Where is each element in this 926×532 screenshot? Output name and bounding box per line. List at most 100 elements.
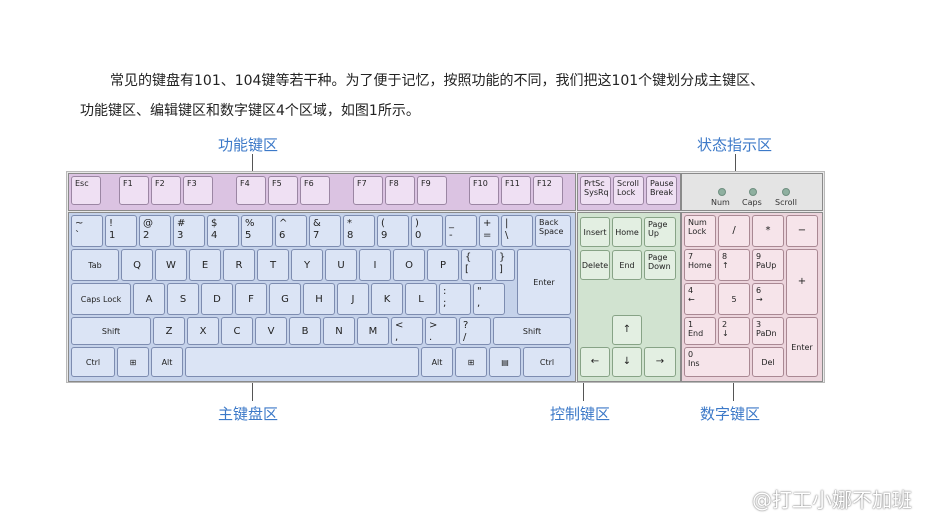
key-quote: ", bbox=[473, 283, 505, 315]
key-f10: F10 bbox=[469, 176, 499, 205]
arrow-right-icon: → bbox=[644, 347, 676, 377]
key-equals: += bbox=[479, 215, 499, 247]
key-semicolon: :; bbox=[439, 283, 471, 315]
key-f: F bbox=[235, 283, 267, 315]
key-k: K bbox=[371, 283, 403, 315]
caps-indicator-label: Caps bbox=[742, 198, 762, 207]
key-p: P bbox=[427, 249, 459, 281]
caps-lock-led bbox=[749, 188, 757, 196]
key-right-ctrl: Ctrl bbox=[523, 347, 571, 377]
scroll-indicator-label: Scroll bbox=[775, 198, 797, 207]
key-d: D bbox=[201, 283, 233, 315]
key-m: M bbox=[357, 317, 389, 345]
key-1: !1 bbox=[105, 215, 137, 247]
key-v: V bbox=[255, 317, 287, 345]
key-t: T bbox=[257, 249, 289, 281]
key-a: A bbox=[133, 283, 165, 315]
key-f4: F4 bbox=[236, 176, 266, 205]
leader-numeric-zone bbox=[733, 381, 734, 401]
arrow-up-icon: ↑ bbox=[612, 315, 642, 345]
key-backslash: |\ bbox=[501, 215, 533, 247]
windows-key-right-icon: ⊞ bbox=[455, 347, 487, 377]
key-num-6: 6→ bbox=[752, 283, 784, 315]
key-4: $4 bbox=[207, 215, 239, 247]
key-caps-lock: Caps Lock bbox=[71, 283, 131, 315]
key-f3: F3 bbox=[183, 176, 213, 205]
key-8: *8 bbox=[343, 215, 375, 247]
leader-control-zone bbox=[583, 381, 584, 401]
key-n: N bbox=[323, 317, 355, 345]
key-slash: ?/ bbox=[459, 317, 491, 345]
key-insert: Insert bbox=[580, 217, 610, 247]
label-numeric-zone: 数字键区 bbox=[700, 405, 761, 423]
key-y: Y bbox=[291, 249, 323, 281]
num-indicator-label: Num bbox=[711, 198, 730, 207]
arrow-down-icon: ↓ bbox=[612, 347, 642, 377]
key-home: Home bbox=[612, 217, 642, 247]
key-2: @2 bbox=[139, 215, 171, 247]
label-function-zone: 功能键区 bbox=[218, 136, 279, 154]
label-main-zone: 主键盘区 bbox=[218, 405, 279, 423]
key-num-enter: Enter bbox=[786, 317, 818, 377]
key-5: %5 bbox=[241, 215, 273, 247]
intro-line-1: 常见的键盘有101、104键等若干种。为了便于记忆，按照功能的不同，我们把这10… bbox=[110, 73, 765, 89]
key-0: )0 bbox=[411, 215, 443, 247]
key-o: O bbox=[393, 249, 425, 281]
key-f8: F8 bbox=[385, 176, 415, 205]
key-num-5: 5 bbox=[718, 283, 750, 315]
key-num-divide: / bbox=[718, 215, 750, 247]
key-left-shift: Shift bbox=[71, 317, 151, 345]
intro-line-2: 功能键区、编辑键区和数字键区4个区域，如图1所示。 bbox=[80, 103, 420, 119]
key-tab: Tab bbox=[71, 249, 119, 281]
key-enter: Enter bbox=[517, 249, 571, 315]
key-period: >. bbox=[425, 317, 457, 345]
num-lock-led bbox=[718, 188, 726, 196]
key-f12: F12 bbox=[533, 176, 563, 205]
key-3: #3 bbox=[173, 215, 205, 247]
key-e: E bbox=[189, 249, 221, 281]
windows-key-left-icon: ⊞ bbox=[117, 347, 149, 377]
key-l: L bbox=[405, 283, 437, 315]
key-h: H bbox=[303, 283, 335, 315]
key-num-4: 4← bbox=[684, 283, 716, 315]
key-right-shift: Shift bbox=[493, 317, 571, 345]
label-control-zone: 控制键区 bbox=[550, 405, 611, 423]
key-backtick: ~` bbox=[71, 215, 103, 247]
key-6: ^6 bbox=[275, 215, 307, 247]
key-i: I bbox=[359, 249, 391, 281]
key-num-plus: + bbox=[786, 249, 818, 315]
key-f5: F5 bbox=[268, 176, 298, 205]
key-7: &7 bbox=[309, 215, 341, 247]
key-r: R bbox=[223, 249, 255, 281]
intro-paragraph: 常见的键盘有101、104键等若干种。为了便于记忆，按照功能的不同，我们把这10… bbox=[80, 66, 860, 126]
scroll-lock-led bbox=[782, 188, 790, 196]
key-num-minus: − bbox=[786, 215, 818, 247]
key-q: Q bbox=[121, 249, 153, 281]
leader-main-zone bbox=[252, 381, 253, 401]
key-f2: F2 bbox=[151, 176, 181, 205]
key-b: B bbox=[289, 317, 321, 345]
menu-key-icon: ▤ bbox=[489, 347, 521, 377]
key-minus: _- bbox=[445, 215, 477, 247]
key-left-alt: Alt bbox=[151, 347, 183, 377]
key-f6: F6 bbox=[300, 176, 330, 205]
key-num-multiply: * bbox=[752, 215, 784, 247]
key-space bbox=[185, 347, 419, 377]
key-j: J bbox=[337, 283, 369, 315]
key-end: End bbox=[612, 250, 642, 280]
key-g: G bbox=[269, 283, 301, 315]
key-f11: F11 bbox=[501, 176, 531, 205]
watermark: @打工小娜不加班 bbox=[752, 488, 912, 512]
key-right-alt: Alt bbox=[421, 347, 453, 377]
key-w: W bbox=[155, 249, 187, 281]
key-left-bracket: {[ bbox=[461, 249, 493, 281]
key-delete: Delete bbox=[580, 250, 610, 280]
